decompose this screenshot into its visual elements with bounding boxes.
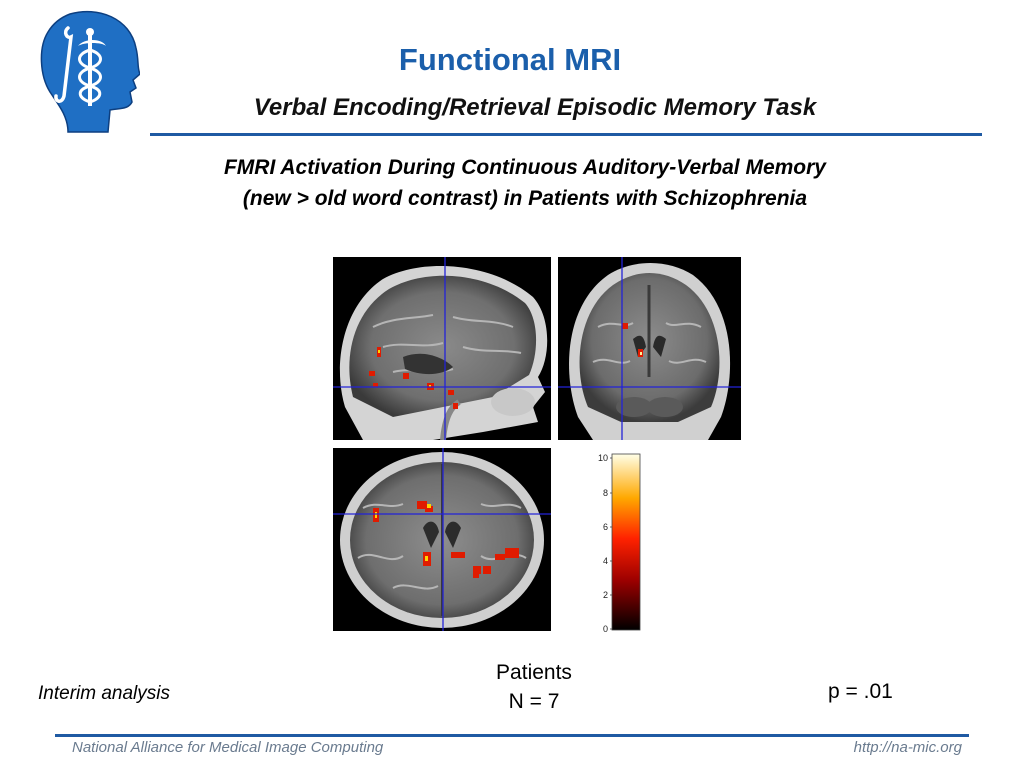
coronal-brain-image	[558, 257, 741, 440]
colorbar-tick: 10	[598, 453, 608, 463]
interim-analysis-note: Interim analysis	[38, 683, 170, 704]
axial-brain-image	[333, 448, 551, 631]
patients-caption: Patients N = 7	[460, 658, 608, 716]
slide-subtitle: Verbal Encoding/Retrieval Episodic Memor…	[253, 94, 817, 121]
activation-colorbar: 10 8 6 4 2 0	[598, 453, 641, 634]
footer-url[interactable]: http://na-mic.org	[853, 739, 962, 756]
patients-count: N = 7	[508, 690, 560, 713]
colorbar-tick: 6	[603, 522, 608, 532]
footer-organization: National Alliance for Medical Image Comp…	[72, 739, 384, 756]
slide-title: Functional MRI	[398, 42, 622, 77]
colorbar-tick: 4	[603, 556, 608, 566]
header-divider	[150, 133, 982, 136]
footer-divider	[55, 734, 969, 737]
colorbar-tick: 2	[603, 590, 608, 600]
heading-line-2: (new > old word contrast) in Patients wi…	[242, 187, 808, 210]
heading-line-1: FMRI Activation During Continuous Audito…	[223, 156, 826, 179]
slide-heading: FMRI Activation During Continuous Audito…	[120, 152, 930, 214]
sagittal-brain-image	[333, 257, 551, 440]
patients-label: Patients	[496, 661, 572, 684]
namic-logo	[40, 10, 140, 133]
colorbar-tick: 0	[603, 624, 608, 634]
colorbar-tick: 8	[603, 488, 608, 498]
p-value: p = .01	[828, 680, 893, 703]
